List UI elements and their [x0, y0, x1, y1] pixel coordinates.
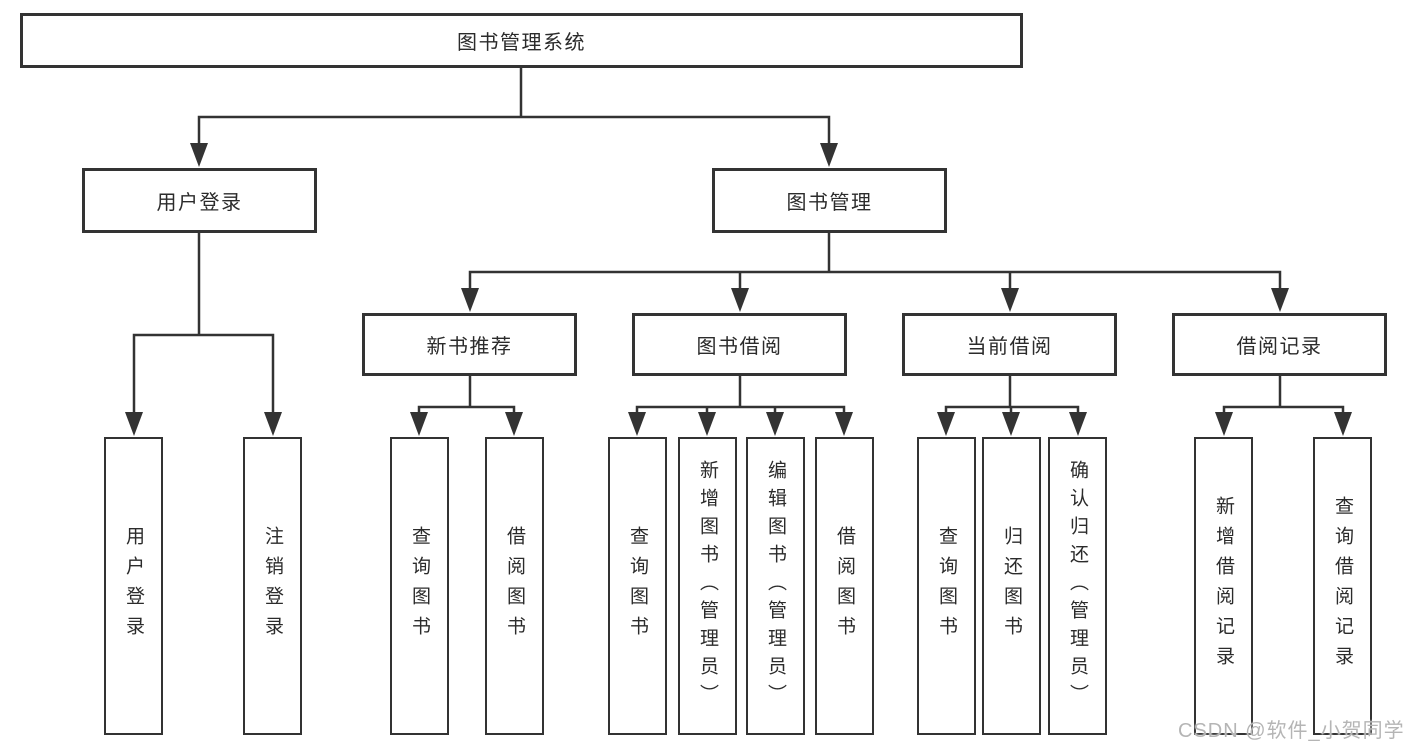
arrow-icon	[1215, 412, 1233, 436]
leaf-label: 归还图书	[1001, 526, 1022, 646]
elbow-connectors	[132, 66, 1345, 416]
leaf-borrow-books-recommend: 借阅图书	[485, 437, 544, 735]
arrow-icon	[835, 412, 853, 436]
arrow-icon	[190, 143, 208, 167]
leaf-confirm-return-admin: 确认归还（管理员）	[1048, 437, 1107, 735]
leaf-query-borrow-record: 查询借阅记录	[1313, 437, 1372, 735]
watermark: CSDN @软件_小贺同学	[1178, 720, 1405, 742]
arrow-icon	[264, 412, 282, 436]
leaf-add-book-admin: 新增图书（管理员）	[678, 437, 737, 735]
leaf-label: 确认归还（管理员）	[1067, 460, 1088, 712]
arrow-icon	[461, 288, 479, 312]
arrow-icon	[731, 288, 749, 312]
arrow-icon	[1001, 288, 1019, 312]
leaf-label: 新增借阅记录	[1213, 496, 1234, 676]
leaf-query-books-recommend: 查询图书	[390, 437, 449, 735]
arrow-icon	[410, 412, 428, 436]
leaf-label: 借阅图书	[834, 526, 855, 646]
leaf-label: 借阅图书	[504, 526, 525, 646]
leaf-logout: 注销登录	[243, 437, 302, 735]
arrow-icon	[1069, 412, 1087, 436]
arrow-icon	[937, 412, 955, 436]
node-library-management-system: 图书管理系统	[20, 13, 1023, 68]
arrow-icon	[505, 412, 523, 436]
leaf-query-books-borrowing: 查询图书	[608, 437, 667, 735]
arrow-icon	[1002, 412, 1020, 436]
leaf-user-login: 用户登录	[104, 437, 163, 735]
leaf-edit-book-admin: 编辑图书（管理员）	[746, 437, 805, 735]
leaf-label: 新增图书（管理员）	[697, 460, 718, 712]
leaf-label: 查询图书	[627, 526, 648, 646]
leaf-query-books-current: 查询图书	[917, 437, 976, 735]
arrow-icon	[125, 412, 143, 436]
leaf-label: 查询借阅记录	[1332, 496, 1353, 676]
arrow-icon	[698, 412, 716, 436]
arrow-icon	[766, 412, 784, 436]
leaf-label: 注销登录	[262, 526, 283, 646]
node-book-management: 图书管理	[712, 168, 947, 233]
node-current-borrowing: 当前借阅	[902, 313, 1117, 376]
leaf-label: 查询图书	[409, 526, 430, 646]
leaf-label: 查询图书	[936, 526, 957, 646]
arrow-icon	[1271, 288, 1289, 312]
arrow-icon	[1334, 412, 1352, 436]
node-book-borrowing: 图书借阅	[632, 313, 847, 376]
node-user-login-group: 用户登录	[82, 168, 317, 233]
arrow-icon	[628, 412, 646, 436]
leaf-label: 编辑图书（管理员）	[765, 460, 786, 712]
node-borrowing-records: 借阅记录	[1172, 313, 1387, 376]
leaf-label: 用户登录	[123, 526, 144, 646]
leaf-borrow-books-borrowing: 借阅图书	[815, 437, 874, 735]
leaf-return-book: 归还图书	[982, 437, 1041, 735]
leaf-add-borrow-record: 新增借阅记录	[1194, 437, 1253, 735]
node-new-book-recommendation: 新书推荐	[362, 313, 577, 376]
arrow-icon	[820, 143, 838, 167]
